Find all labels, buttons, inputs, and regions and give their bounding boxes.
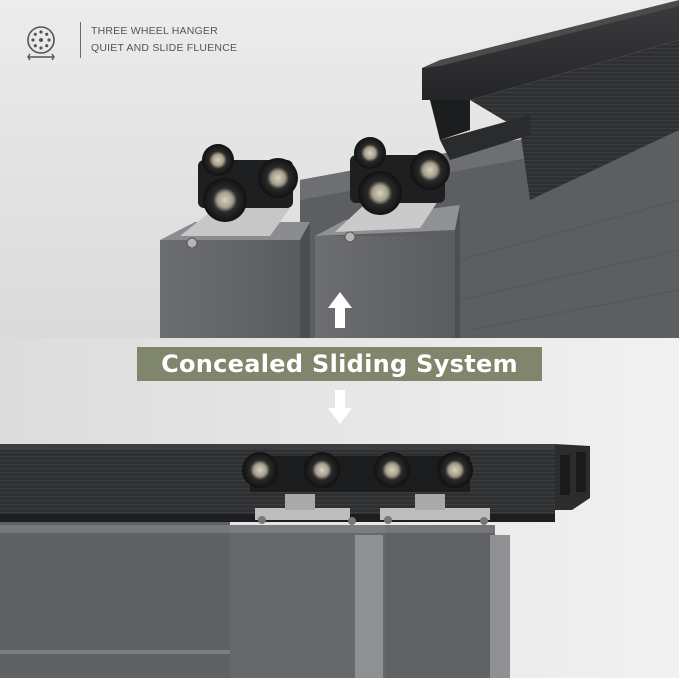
left-panel <box>160 240 300 338</box>
feature-callout: THREE WHEEL HANGER QUIET AND SLIDE FLUEN… <box>66 22 237 58</box>
feature-line-2: QUIET AND SLIDE FLUENCE <box>91 42 238 54</box>
bottom-panel-right <box>385 525 495 678</box>
wheel-hanger-icon <box>27 26 55 61</box>
bottom-panel-left <box>0 520 230 678</box>
feature-text: THREE WHEEL HANGER QUIET AND SLIDE FLUEN… <box>91 23 237 57</box>
feature-line-1: THREE WHEEL HANGER <box>91 25 218 37</box>
concealed-sliding-banner: Concealed Sliding System <box>137 347 542 381</box>
top-track-top <box>422 2 679 100</box>
feature-divider <box>80 22 81 58</box>
top-track-front <box>470 40 679 200</box>
arrow-up-icon <box>328 292 352 328</box>
arrow-down-icon <box>328 390 352 424</box>
